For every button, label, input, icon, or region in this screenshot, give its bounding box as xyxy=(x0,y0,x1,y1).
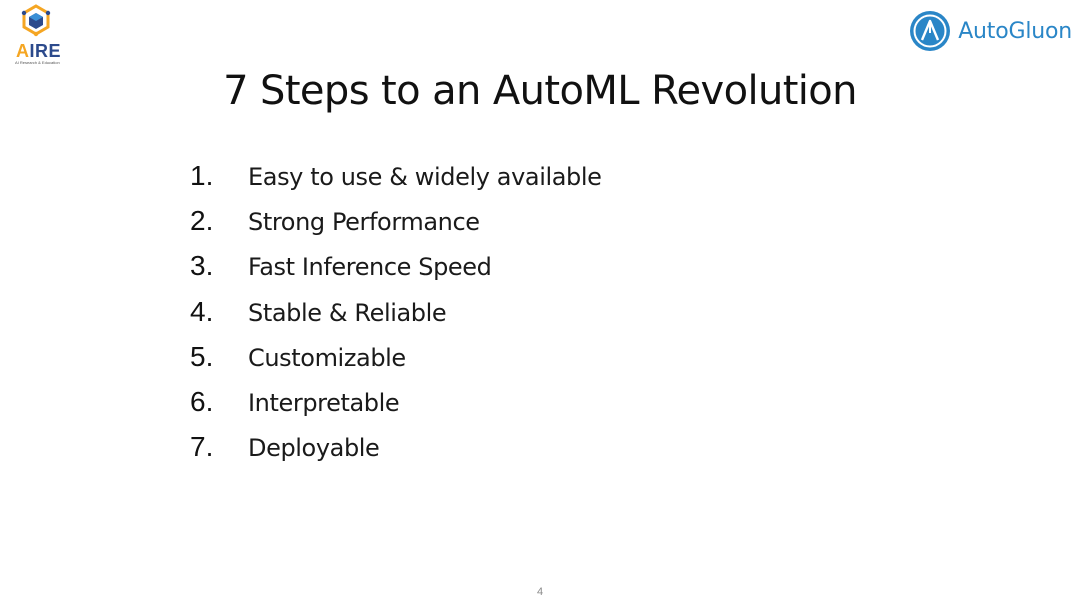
step-text: Stable & Reliable xyxy=(248,298,447,327)
step-text: Fast Inference Speed xyxy=(248,253,492,282)
autogluon-wordmark: AutoGluon xyxy=(958,18,1072,44)
step-number: 5. xyxy=(190,340,214,372)
aire-tagline: AI Research & Education xyxy=(15,60,60,65)
list-item: 3. Fast Inference Speed xyxy=(190,250,602,295)
slide-title: 7 Steps to an AutoML Revolution xyxy=(223,68,857,114)
list-item: 5. Customizable xyxy=(190,341,602,386)
step-number: 1. xyxy=(190,160,214,191)
steps-list: 1. Easy to use & widely available 2. Strong… xyxy=(190,160,602,476)
aire-letters-rest: IRE xyxy=(29,41,62,61)
step-text: Easy to use & widely available xyxy=(248,163,602,191)
step-text: Strong Performance xyxy=(248,208,480,237)
step-number: 7. xyxy=(190,431,214,463)
step-text: Interpretable xyxy=(248,388,400,417)
aire-letter-a: A xyxy=(16,41,30,61)
step-number: 3. xyxy=(190,250,214,282)
aire-wordmark: AIRE xyxy=(16,42,61,60)
list-item: 2. Strong Performance xyxy=(190,205,602,250)
autogluon-circle-icon xyxy=(910,11,951,51)
step-number: 4. xyxy=(190,295,214,327)
step-text: Customizable xyxy=(248,343,406,372)
aire-logo: AIRE AI Research & Education xyxy=(6,4,68,65)
page-number: 4 xyxy=(536,586,544,598)
autogluon-logo: AutoGluon xyxy=(908,9,1072,53)
list-item: 4. Stable & Reliable xyxy=(190,296,602,341)
step-number: 6. xyxy=(190,385,214,417)
cube-network-icon xyxy=(21,4,51,37)
step-number: 2. xyxy=(190,205,214,237)
list-item: 6. Interpretable xyxy=(190,386,602,431)
list-item: 1. Easy to use & widely available xyxy=(190,160,602,205)
list-item: 7. Deployable xyxy=(190,431,602,476)
step-text: Deployable xyxy=(248,434,380,463)
